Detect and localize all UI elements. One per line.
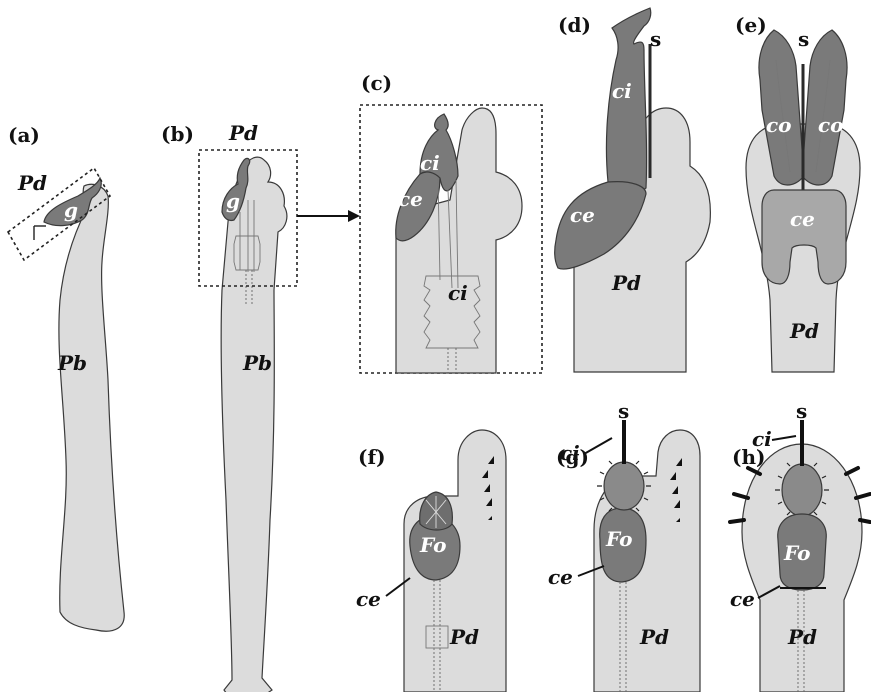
panel-e-co-left-label: co	[766, 113, 792, 137]
panel-e: (e) s co co ce Pd	[735, 13, 860, 372]
panel-h-s-label: s	[796, 399, 807, 423]
panel-e-ce-label: ce	[790, 207, 815, 231]
panel-g-pd-label: Pd	[639, 625, 669, 649]
panel-c-ce-label: ce	[398, 187, 423, 211]
panel-h-pd-label: Pd	[787, 625, 817, 649]
panel-b-pb-label: Pb	[242, 351, 272, 375]
panel-g-ci-label: ci	[560, 441, 580, 465]
panel-c: (c) ci ce ci	[360, 71, 542, 373]
panel-e-co-right-label: co	[818, 113, 844, 137]
panel-f-fo-label: Fo	[419, 533, 446, 557]
panel-f: (f) Fo ce Pd	[356, 430, 506, 692]
panel-a-label: (a)	[8, 123, 40, 147]
panel-b-pd-label: Pd	[228, 121, 258, 145]
panel-e-s-label: s	[798, 27, 809, 51]
panel-b-label: (b)	[161, 122, 194, 146]
panel-c-ci-bottom-label: ci	[448, 281, 468, 305]
panel-c-label: (c)	[361, 71, 392, 95]
panel-d-s-label: s	[650, 27, 661, 51]
panel-d-label: (d)	[558, 13, 591, 37]
panel-d-ci-label: ci	[612, 79, 632, 103]
panel-h-ce-label: ce	[730, 587, 755, 611]
panel-e-label: (e)	[735, 13, 767, 37]
panel-d-ce-label: ce	[570, 203, 595, 227]
panel-f-pd-label: Pd	[449, 625, 479, 649]
panel-h: (h) s ci Fo ce Pd	[730, 399, 870, 692]
panel-b-g-label: g	[226, 189, 240, 213]
panel-c-ci-top-label: ci	[420, 151, 440, 175]
panel-f-label: (f)	[358, 445, 386, 469]
panel-a-pb-label: Pb	[57, 351, 87, 375]
panel-h-ci-arrow	[772, 436, 796, 440]
panel-a-appendage-shaft	[59, 184, 124, 631]
panel-g-fo-label: Fo	[605, 527, 632, 551]
panel-a-g-label: g	[64, 198, 78, 222]
panel-h-ci-label: ci	[752, 427, 772, 451]
panel-h-fo-label: Fo	[783, 541, 810, 565]
panel-d: (d) s ci ce Pd	[555, 8, 711, 372]
panel-b: (b) Pd g Pb	[161, 121, 360, 692]
panel-b-to-c-arrowhead	[348, 210, 360, 222]
panel-g-spiny-tip	[604, 462, 644, 510]
panel-g: (g) s ci Fo ce Pd	[548, 399, 700, 692]
panel-e-pd-label: Pd	[789, 319, 819, 343]
panel-a: (a) Pd g Pb	[8, 123, 124, 631]
panel-g-ce-label: ce	[548, 565, 573, 589]
panel-g-s-label: s	[618, 399, 629, 423]
panel-f-ce-label: ce	[356, 587, 381, 611]
panel-a-pd-label: Pd	[17, 171, 47, 195]
panel-h-spiny-tip	[782, 464, 822, 516]
panel-d-pd-label: Pd	[611, 271, 641, 295]
panel-c-body	[396, 108, 522, 373]
